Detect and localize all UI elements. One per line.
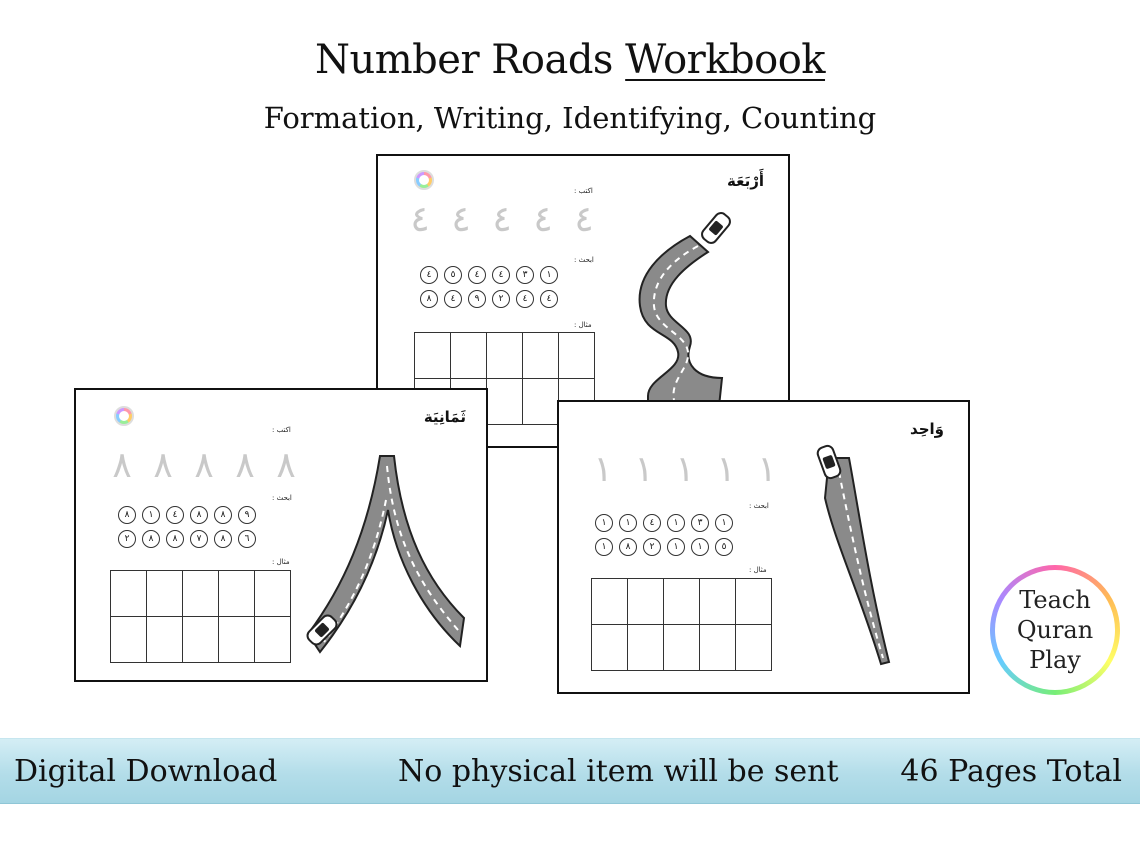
count-label: مثال : (749, 566, 767, 574)
trace-digit: ٤ (533, 199, 553, 240)
trace-row: ١ ١ ١ ١ ١ (589, 450, 781, 490)
road-dashes (838, 471, 884, 659)
number-circle[interactable]: ٤ (166, 506, 184, 524)
info-banner: Digital Download No physical item will b… (0, 738, 1140, 804)
number-circle[interactable]: ٧ (190, 530, 208, 548)
trace-digit: ١ (716, 449, 736, 490)
trace-digit: ٨ (276, 445, 296, 486)
trace-digit: ١ (757, 449, 777, 490)
find-circles: ١ ٣ ٤ ٤ ٥ ٤ ٤ ٤ ٢ ٩ ٤ ٨ (420, 266, 558, 308)
banner-left: Digital Download (14, 754, 278, 789)
number-circle[interactable]: ٢ (118, 530, 136, 548)
number-circle[interactable]: ٤ (468, 266, 486, 284)
number-circle[interactable]: ٨ (166, 530, 184, 548)
number-circle[interactable]: ٨ (420, 290, 438, 308)
number-circle[interactable]: ٨ (619, 538, 637, 556)
number-circle[interactable]: ٦ (238, 530, 256, 548)
trace-digit: ٨ (112, 445, 132, 486)
trace-row: ٤ ٤ ٤ ٤ ٤ (406, 200, 598, 240)
number-circle[interactable]: ٩ (468, 290, 486, 308)
road-digit-eight (306, 455, 466, 654)
trace-digit: ١ (675, 449, 695, 490)
sheet-name: وَاحِد (910, 420, 944, 438)
worksheet-eight: ثَمَانِيَة اكتب : ٨ ٨ ٨ ٨ ٨ ابحث : ٩ ٨ ٨… (74, 388, 488, 682)
trace-digit: ١ (593, 449, 613, 490)
number-circle[interactable]: ٥ (444, 266, 462, 284)
number-circle[interactable]: ٨ (142, 530, 160, 548)
number-circle[interactable]: ١ (691, 538, 709, 556)
sheet-name: أَرْبَعَة (727, 172, 764, 190)
title-underlined: Workbook (625, 37, 826, 83)
trace-digit: ٤ (574, 199, 594, 240)
number-circle[interactable]: ١ (540, 266, 558, 284)
number-circle[interactable]: ٤ (643, 514, 661, 532)
trace-digit: ٨ (235, 445, 255, 486)
trace-row: ٨ ٨ ٨ ٨ ٨ (108, 446, 300, 486)
number-circle[interactable]: ١ (667, 514, 685, 532)
counting-grid (591, 578, 772, 671)
road-dashes (323, 465, 459, 643)
trace-digit: ٨ (153, 445, 173, 486)
number-circle[interactable]: ٤ (540, 290, 558, 308)
number-circle[interactable]: ١ (595, 538, 613, 556)
trace-digit: ٤ (492, 199, 512, 240)
write-label: اكتب : (272, 426, 291, 434)
number-circle[interactable]: ٥ (715, 538, 733, 556)
number-circle[interactable]: ٣ (516, 266, 534, 284)
worksheet-one: وَاحِد ١ ١ ١ ١ ١ ابحث : ١ ٣ ١ ٤ ١ ١ ٥ ١ … (557, 400, 970, 694)
brand-logo: Teach Quran Play (990, 565, 1120, 695)
road-digit-one (816, 444, 891, 666)
car-icon (306, 614, 338, 646)
counting-grid (110, 570, 291, 663)
logo-icon (114, 406, 134, 426)
number-circle[interactable]: ٨ (190, 506, 208, 524)
number-circle[interactable]: ٨ (214, 506, 232, 524)
car-icon (701, 212, 731, 244)
road-digit-four (638, 212, 731, 417)
road-shape (306, 455, 466, 654)
number-circle[interactable]: ٨ (118, 506, 136, 524)
number-circle[interactable]: ٩ (238, 506, 256, 524)
number-circle[interactable]: ٨ (214, 530, 232, 548)
trace-digit: ٤ (410, 199, 430, 240)
write-label: اكتب : (574, 187, 593, 195)
number-circle[interactable]: ١ (142, 506, 160, 524)
count-label: مثال : (574, 321, 592, 329)
brand-line: Quran (1016, 616, 1094, 644)
number-circle[interactable]: ٤ (492, 266, 510, 284)
number-circle[interactable]: ١ (715, 514, 733, 532)
brand-line: Teach (1019, 586, 1091, 614)
page-subtitle: Formation, Writing, Identifying, Countin… (263, 101, 877, 135)
number-circle[interactable]: ١ (595, 514, 613, 532)
find-circles: ٩ ٨ ٨ ٤ ١ ٨ ٦ ٨ ٧ ٨ ٨ ٢ (118, 506, 256, 548)
road-dashes (652, 245, 699, 401)
title-main: Number Roads (314, 37, 613, 83)
count-label: مثال : (272, 558, 290, 566)
logo-icon (414, 170, 434, 190)
number-circle[interactable]: ٣ (691, 514, 709, 532)
number-circle[interactable]: ٢ (643, 538, 661, 556)
number-circle[interactable]: ١ (619, 514, 637, 532)
trace-digit: ١ (634, 449, 654, 490)
number-circle[interactable]: ٤ (444, 290, 462, 308)
car-icon (816, 444, 842, 480)
sheet-name: ثَمَانِيَة (423, 408, 466, 426)
find-label: ابحث : (272, 494, 292, 502)
number-circle[interactable]: ١ (667, 538, 685, 556)
number-circle[interactable]: ٢ (492, 290, 510, 308)
find-label: ابحث : (749, 502, 769, 510)
trace-digit: ٨ (194, 445, 214, 486)
brand-line: Play (1029, 646, 1081, 674)
banner-right: 46 Pages Total (900, 754, 1122, 789)
number-circle[interactable]: ٤ (420, 266, 438, 284)
banner-center: No physical item will be sent (398, 754, 839, 789)
page-title: Number Roads Workbook (0, 32, 1140, 88)
trace-digit: ٤ (451, 199, 471, 240)
find-circles: ١ ٣ ١ ٤ ١ ١ ٥ ١ ١ ٢ ٨ ١ (595, 514, 733, 556)
number-circle[interactable]: ٤ (516, 290, 534, 308)
find-label: ابحث : (574, 256, 594, 264)
road-shape (638, 234, 724, 417)
